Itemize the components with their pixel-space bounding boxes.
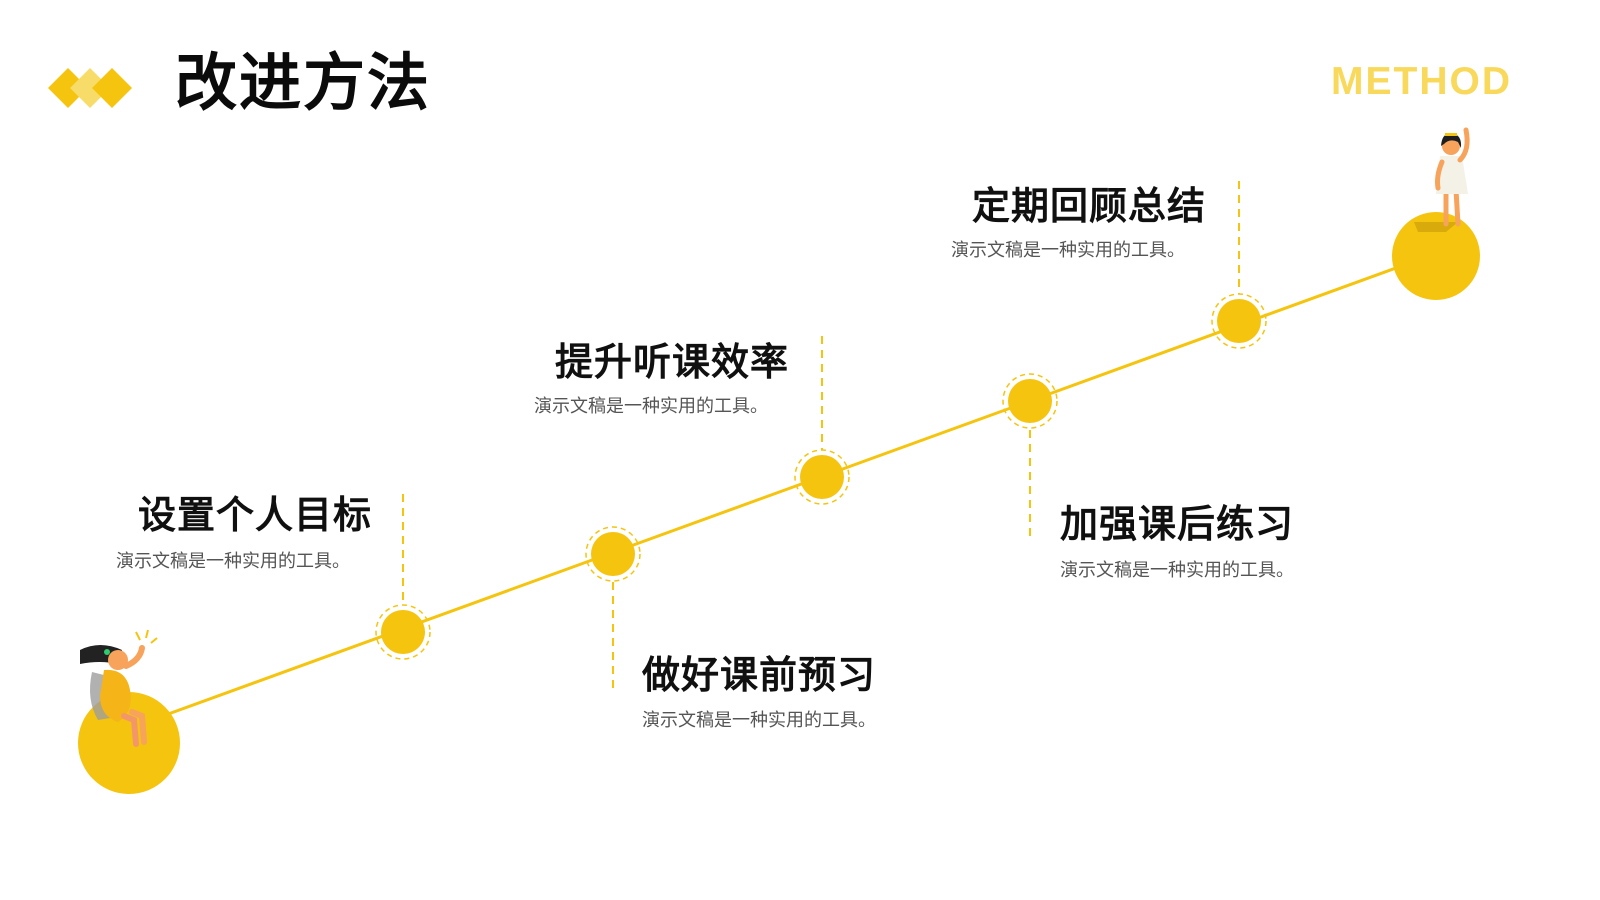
step-3-desc: 演示文稿是一种实用的工具。 bbox=[534, 396, 768, 417]
sitting-girl-figure-icon bbox=[80, 629, 158, 747]
step-1-desc: 演示文稿是一种实用的工具。 bbox=[116, 551, 350, 572]
step-2-title: 做好课前预习 bbox=[642, 653, 877, 697]
step-4-desc: 演示文稿是一种实用的工具。 bbox=[1060, 560, 1294, 581]
step-5-desc: 演示文稿是一种实用的工具。 bbox=[951, 240, 1185, 261]
standing-girl-figure-icon bbox=[1414, 127, 1470, 232]
diamond-chevrons-icon bbox=[48, 68, 132, 108]
end-circle bbox=[1392, 212, 1480, 300]
node-2 bbox=[585, 526, 641, 582]
node-4 bbox=[1002, 373, 1058, 429]
step-5-title: 定期回顾总结 bbox=[972, 184, 1207, 228]
step-1-title: 设置个人目标 bbox=[138, 493, 373, 537]
page-title: 改进方法 bbox=[175, 46, 432, 119]
node-5 bbox=[1211, 293, 1267, 349]
node-3 bbox=[794, 449, 850, 505]
step-4-title: 加强课后练习 bbox=[1060, 502, 1295, 546]
step-3-title: 提升听课效率 bbox=[555, 340, 790, 384]
step-2-desc: 演示文稿是一种实用的工具。 bbox=[642, 710, 876, 731]
page-subtitle-en: METHOD bbox=[1331, 60, 1512, 103]
dashed-connectors bbox=[402, 181, 1240, 693]
node-1 bbox=[375, 604, 431, 660]
